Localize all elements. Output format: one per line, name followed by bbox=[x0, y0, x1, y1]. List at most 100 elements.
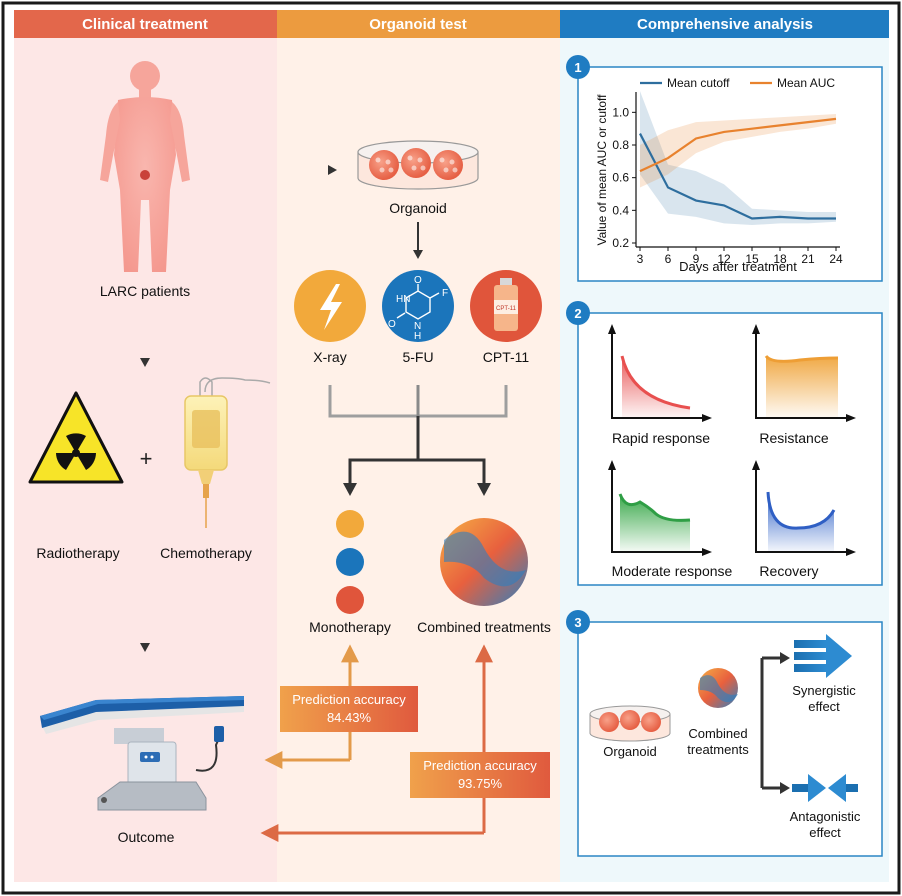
y-tick-label: 1.0 bbox=[612, 105, 629, 119]
outcome-label: Outcome bbox=[118, 829, 175, 845]
mono-fu-dot bbox=[336, 548, 364, 576]
chemotherapy-label: Chemotherapy bbox=[160, 545, 252, 561]
cpt11-label: CPT-11 bbox=[483, 349, 530, 365]
monotherapy-label: Monotherapy bbox=[309, 619, 391, 635]
series-line-1 bbox=[639, 117, 837, 173]
prediction-2-value: 93.75% bbox=[458, 776, 503, 791]
fu-atom-o1: O bbox=[388, 319, 396, 330]
panel-1-number: 1 bbox=[574, 60, 581, 75]
x-axis-label: Days after treatment bbox=[679, 259, 797, 274]
organoid-dish-icon bbox=[357, 140, 479, 190]
y-tick-label: 0.4 bbox=[612, 203, 629, 217]
x-tick-label: 24 bbox=[829, 252, 843, 266]
arrow-to-combined-head bbox=[477, 483, 491, 496]
larc-patients-label: LARC patients bbox=[100, 283, 190, 299]
mono-cpt11-dot bbox=[336, 586, 364, 614]
vial-icon bbox=[494, 278, 518, 331]
panel-1-badge bbox=[566, 55, 590, 79]
organoid-header bbox=[277, 10, 560, 38]
fu-atom-o2: O bbox=[414, 275, 422, 286]
synergistic-line2: effect bbox=[808, 699, 840, 714]
synergistic-icon bbox=[794, 634, 852, 678]
x-tick-label: 9 bbox=[693, 252, 700, 266]
panel3-combined-line1: Combined bbox=[688, 726, 747, 741]
combined-treatment-icon bbox=[440, 518, 528, 606]
branch-arrow-top-head bbox=[780, 652, 790, 664]
mono-xray-dot bbox=[336, 510, 364, 538]
arrow-to-organoid-head bbox=[328, 165, 337, 175]
fu-atom-n: N bbox=[414, 321, 421, 332]
fu-label: 5-FU bbox=[402, 349, 433, 365]
fu-atom-hn: HN bbox=[396, 294, 410, 305]
fu-atom-h: H bbox=[414, 331, 421, 342]
panel3-organoid-label: Organoid bbox=[603, 744, 656, 759]
arrow-to-outcome-head bbox=[140, 643, 150, 652]
clinical-header bbox=[14, 10, 277, 38]
combination-connector bbox=[328, 385, 508, 485]
y-tick-label: 0.8 bbox=[612, 138, 629, 152]
recovery-plot bbox=[752, 460, 856, 556]
xray-label: X-ray bbox=[313, 349, 346, 365]
radiation-icon bbox=[28, 391, 124, 484]
x-tick-label: 6 bbox=[665, 252, 672, 266]
human-body-icon bbox=[100, 61, 190, 272]
synergistic-line1: Synergistic bbox=[792, 683, 856, 698]
organoid-label: Organoid bbox=[389, 200, 447, 216]
antagonistic-icon bbox=[792, 774, 858, 802]
fu-atom-f: F bbox=[442, 288, 448, 299]
branch-arrow-bottom-head bbox=[780, 782, 790, 794]
small-combined-icon bbox=[698, 668, 738, 708]
prediction-1-value: 84.43% bbox=[327, 710, 372, 725]
rapid-response-label: Rapid response bbox=[612, 430, 710, 446]
x-tick-label: 18 bbox=[773, 252, 787, 266]
clinical-header-title: Clinical treatment bbox=[82, 16, 208, 33]
iv-bag-icon bbox=[184, 377, 271, 528]
x-tick-label: 3 bbox=[637, 252, 644, 266]
arrow-to-therapy-head bbox=[140, 358, 150, 367]
prediction-box-2 bbox=[410, 752, 550, 798]
series-line-0 bbox=[639, 133, 836, 220]
panel-2-number: 2 bbox=[574, 306, 581, 321]
y-axis-label: Value of mean AUC or cutoff bbox=[595, 94, 609, 246]
analysis-header bbox=[560, 10, 889, 38]
vial-label: CPT-11 bbox=[496, 306, 517, 312]
antagonistic-line1: Antagonistic bbox=[790, 809, 861, 824]
x-tick-label: 21 bbox=[801, 252, 815, 266]
resistance-plot bbox=[752, 324, 856, 422]
operating-table-icon bbox=[40, 696, 244, 811]
lightning-icon bbox=[320, 284, 342, 330]
antagonistic-line2: effect bbox=[809, 825, 841, 840]
panel-3-badge bbox=[566, 610, 590, 634]
panel3-combined-line2: treatments bbox=[687, 742, 749, 757]
panel-2-badge bbox=[566, 301, 590, 325]
panel-3-number: 3 bbox=[574, 615, 581, 630]
x-tick-label: 15 bbox=[745, 252, 759, 266]
organoid-header-title: Organoid test bbox=[369, 16, 467, 33]
small-organoid-dish-icon bbox=[589, 705, 671, 742]
analysis-header-title: Comprehensive analysis bbox=[637, 16, 813, 33]
series-band-1 bbox=[640, 113, 836, 188]
fluorouracil-structure-icon bbox=[396, 284, 440, 320]
legend-label-0: Mean cutoff bbox=[667, 76, 730, 90]
series-band-0 bbox=[640, 91, 836, 226]
radiotherapy-label: Radiotherapy bbox=[36, 545, 119, 561]
x-tick-label: 12 bbox=[717, 252, 731, 266]
panel-1 bbox=[577, 66, 883, 282]
recovery-label: Recovery bbox=[759, 563, 818, 579]
rapid-response-plot bbox=[608, 324, 712, 422]
plus-sign: + bbox=[140, 446, 153, 471]
arrow-to-treatments-head bbox=[413, 250, 423, 259]
resistance-label: Resistance bbox=[759, 430, 828, 446]
combined-treatments-label: Combined treatments bbox=[417, 619, 551, 635]
prediction-2-title: Prediction accuracy bbox=[423, 758, 537, 773]
prediction-box-1 bbox=[280, 686, 418, 732]
branch-arrows bbox=[676, 656, 782, 790]
y-tick-label: 0.2 bbox=[612, 236, 629, 250]
moderate-response-label: Moderate response bbox=[612, 563, 733, 579]
legend-label-1: Mean AUC bbox=[777, 76, 835, 90]
arrow-to-monotherapy-head bbox=[343, 483, 357, 496]
prediction-1-title: Prediction accuracy bbox=[292, 692, 406, 707]
moderate-response-plot bbox=[608, 460, 712, 556]
y-tick-label: 0.6 bbox=[612, 171, 629, 185]
